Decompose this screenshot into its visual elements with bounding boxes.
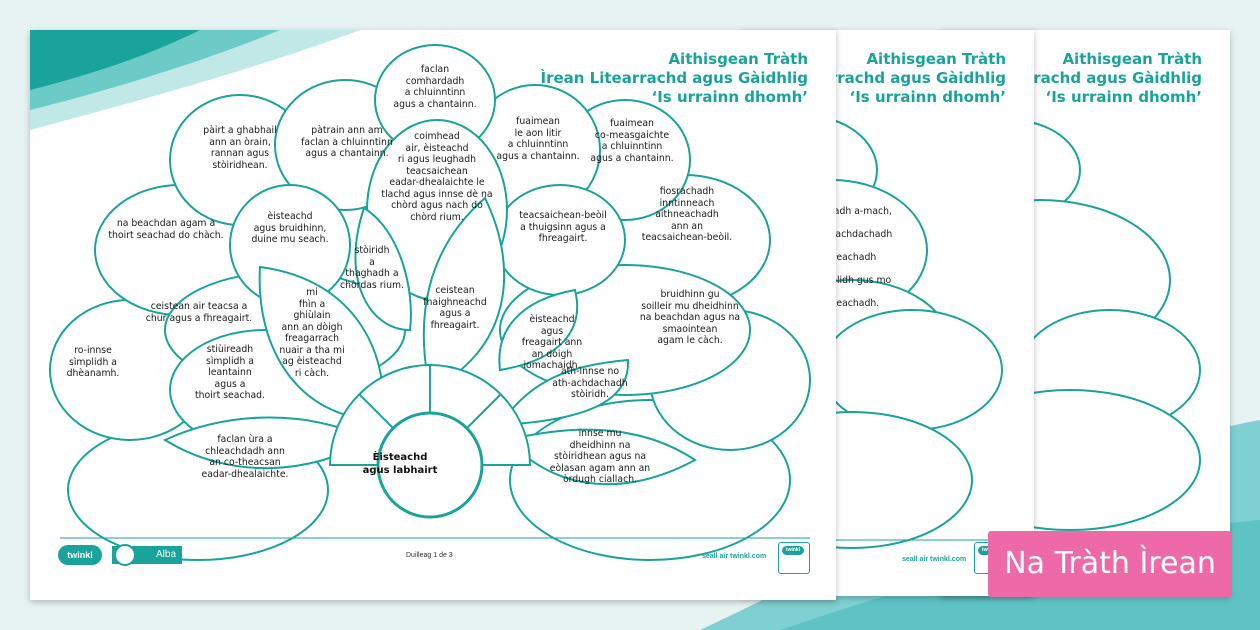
worksheet-front: Aithisgean Tràth Ìrean Litearrachd agus … [30, 30, 836, 600]
petal-text: stòiridh a thaghadh a chòrdas rium. [339, 245, 405, 291]
petal-text: ceistean air teacsa a chur agus a fhreag… [145, 301, 253, 324]
petal-text: ceistean fhaighneachd agus a fhreagairt. [423, 285, 487, 331]
petal-text: fuaimean le aon litir a chluinntinn agus… [496, 116, 580, 162]
petal-text: fuaimean co-measgaichte a chluinntinn ag… [590, 118, 674, 164]
level-badge: Na Tràth Ìrean [988, 531, 1232, 597]
page-title: Aithisgean Tràth Ìrean Litearrachd agus … [540, 50, 809, 106]
centre-label: Èisteachd agus labhairt [362, 452, 438, 476]
petal-text: na beachdan agam a thoirt seachad do chà… [108, 218, 224, 241]
petal-text: faclan comhardadh a chluinntinn agus a c… [393, 64, 477, 110]
alba-icon [114, 544, 136, 566]
twinkl-logo: twinkl [58, 545, 102, 565]
back-middle-footer-url: seall air twinkl.com [902, 556, 967, 563]
petal-text: mi fhìn a ghiùlain ann an dòigh freagarr… [279, 287, 345, 379]
petal-text: innse mu dheidhinn na stòiridhean agus n… [549, 428, 651, 485]
petal-text: pàirt a ghabhail ann an òrain, rannan ag… [203, 125, 277, 171]
petal-text: bruidhinn gu soilleir mu dheidhinn na be… [639, 289, 741, 346]
back-middle-fragment: ghadh a-mach, cleachdachadh ingeachadh m… [822, 205, 893, 309]
petal-text: ro-innse sìmplidh a dhèanamh. [66, 345, 120, 379]
petal-text: èisteachd agus bruidhinn, duine mu seach… [251, 211, 329, 245]
petal-text: coimhead air, èisteachd ri agus leughadh… [381, 131, 493, 223]
petal-text: stiùireadh sìmplidh a leantainn agus a t… [194, 344, 266, 401]
petal-text: faclan ùra a chleachdadh ann an co-theac… [201, 434, 289, 480]
petal-text: teacsaichean-beòil a thuigsinn agus a fh… [519, 210, 607, 244]
petal-text: fiosrachadh inntinneach aithneachadh ann… [641, 186, 733, 243]
petal-text: pàtrain ann am faclan a chluinntinn agus… [301, 125, 393, 159]
back-middle-title: Aithisgean Tràth Ìrean Litearrachd agus … [742, 50, 1006, 106]
page-number: Duilleag 1 de 3 [406, 552, 453, 559]
quality-stamp: twinkl [778, 542, 810, 574]
petal-text: èisteachd agus freagairt ann an dòigh io… [521, 314, 583, 371]
petal-text: ath-innse no ath-achdachadh stòiridh. [552, 366, 628, 400]
footer-url: seall air twinkl.com [702, 553, 767, 560]
